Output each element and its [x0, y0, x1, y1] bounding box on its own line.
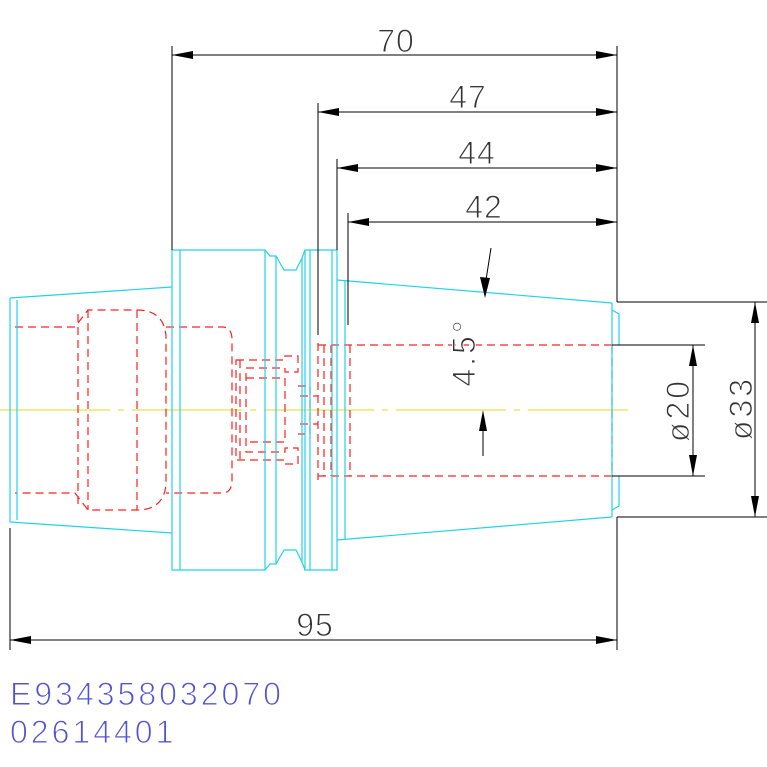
- left-bore-hidden: [15, 309, 167, 511]
- dim-text-outer-diameter: ø33: [723, 376, 759, 440]
- dim-text-47: 47: [449, 79, 487, 115]
- drawing-labels: E934358032070 02614401: [10, 676, 284, 751]
- dim-text-95: 95: [296, 607, 334, 643]
- arrow-angle-top: [480, 277, 490, 298]
- dim-text-taper-angle: 4.5°: [446, 317, 482, 386]
- extension-lines: [9, 46, 767, 650]
- right-bore-hidden: [317, 343, 613, 480]
- arrow-outer-diameter-bottom: [751, 496, 759, 517]
- dim-text-44: 44: [458, 135, 496, 171]
- holder-outline: [9, 249, 620, 571]
- arrow-outer-diameter-top: [751, 302, 759, 323]
- arrow-bore-diameter-top: [689, 345, 697, 366]
- arrow-42-right: [596, 218, 617, 226]
- groove-outline: [264, 249, 306, 571]
- shank-outline: [9, 286, 173, 534]
- arrow-95-left: [10, 636, 31, 644]
- article-number: E934358032070: [10, 676, 284, 712]
- left-bore-verticals-hidden: [77, 310, 138, 510]
- angle-leader-top: [485, 247, 492, 281]
- arrow-47-left: [318, 108, 339, 116]
- arrow-44-right: [596, 164, 617, 172]
- dim-text-bore-diameter: ø20: [660, 378, 696, 442]
- code-number: 02614401: [10, 714, 176, 750]
- arrow-bore-diameter-bottom: [689, 455, 697, 476]
- center-pocket-hidden: [235, 355, 318, 465]
- arrow-47-right: [596, 108, 617, 116]
- arrow-44-left: [337, 164, 358, 172]
- dimension-lines: [9, 46, 767, 650]
- left-bore-step-hidden: [166, 326, 233, 494]
- arrow-95-right: [596, 636, 617, 644]
- dim-text-70: 70: [377, 23, 415, 59]
- hidden-lines: [15, 309, 613, 511]
- arrow-angle-bottom: [479, 410, 487, 431]
- nose-chamfer: [611, 309, 620, 511]
- arrow-42-left: [348, 218, 369, 226]
- arrow-70-left: [172, 51, 193, 59]
- taper-outline: [336, 279, 613, 541]
- dim-text-42: 42: [465, 189, 503, 225]
- dimension-texts: 70 47 44 42 95 4.5° ø20 ø33: [296, 23, 760, 644]
- arrow-70-right: [596, 51, 617, 59]
- collar-outline: [304, 249, 338, 571]
